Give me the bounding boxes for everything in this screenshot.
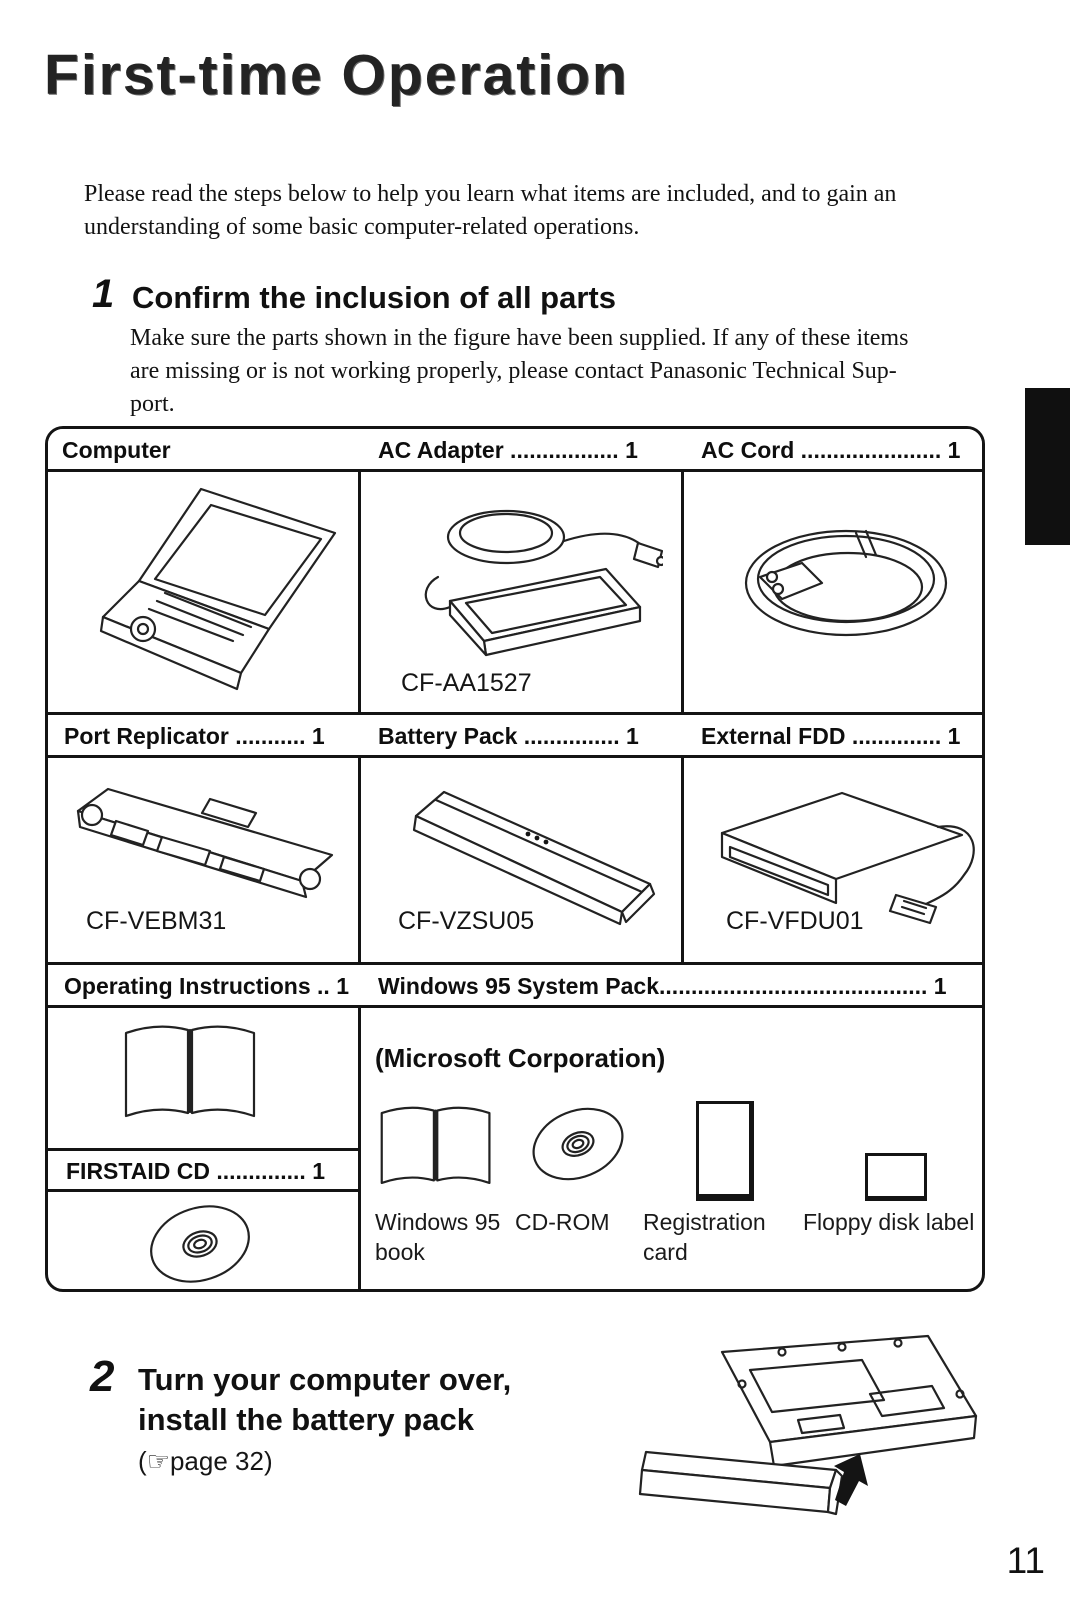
ms-item-2-line1: CD-ROM (515, 1209, 610, 1235)
floppy-disk-label-illustration (865, 1153, 927, 1201)
computer-header: Computer (62, 437, 171, 463)
step1-body-line-1: Make sure the parts shown in the figure … (130, 325, 909, 351)
ac-adapter-header: AC Adapter ................. 1 (378, 437, 638, 463)
port-replicator-model: CF-VEBM31 (86, 907, 227, 935)
ac-cord-illustration (708, 491, 973, 666)
ms-item-1-line2: book (375, 1239, 425, 1265)
operating-instructions-book-illustration (118, 1017, 263, 1132)
laptop-illustration (73, 481, 358, 706)
step1-number: 1 (92, 272, 115, 316)
step2-page-reference: (☞page 32) (138, 1446, 273, 1476)
ms-item-label-3: Registration card (643, 1207, 766, 1267)
step2-heading-line1: Turn your computer over, (138, 1362, 512, 1397)
ac-cord-header: AC Cord ...................... 1 (701, 437, 961, 463)
external-fdd-illustration (700, 771, 980, 926)
battery-pack-header: Battery Pack ............... 1 (378, 723, 639, 749)
registration-card-illustration (696, 1101, 754, 1201)
step2-number: 2 (90, 1352, 115, 1401)
chapter-edge-tab (1025, 388, 1070, 545)
external-fdd-header: External FDD .............. 1 (701, 723, 961, 749)
header-band-row3 (48, 962, 982, 1008)
step2-heading-line2: install the battery pack (138, 1402, 474, 1437)
step1-body: Make sure the parts shown in the figure … (130, 322, 1020, 421)
operating-instructions-header: Operating Instructions .. 1 (64, 973, 349, 999)
microsoft-corporation-title: (Microsoft Corporation) (375, 1043, 666, 1073)
ms-item-4-line1: Floppy disk label (803, 1209, 975, 1235)
ac-adapter-illustration (388, 489, 663, 674)
battery-install-illustration (630, 1322, 995, 1542)
windows95-book-illustration (375, 1097, 497, 1199)
step1-body-line-3: port. (130, 391, 175, 417)
ac-adapter-model: CF-AA1527 (401, 669, 532, 697)
win95-pack-header: Windows 95 System Pack..................… (378, 973, 947, 999)
cdrom-illustration (526, 1094, 631, 1194)
page-number: 11 (1006, 1540, 1045, 1581)
step2-heading: Turn your computer over, install the bat… (138, 1360, 511, 1477)
header-band-row2 (48, 712, 982, 758)
parts-table: Computer AC Adapter ................. 1 … (45, 426, 985, 1292)
ms-item-3-line1: Registration (643, 1209, 766, 1235)
step1-body-line-2: are missing or is not working properly, … (130, 358, 897, 384)
firstaid-band (48, 1148, 358, 1192)
intro-line-1: Please read the steps below to help you … (84, 181, 897, 207)
intro-paragraph: Please read the steps below to help you … (84, 178, 1004, 244)
ms-item-label-2: CD-ROM (515, 1207, 610, 1237)
header-band-row1 (48, 429, 982, 472)
intro-line-2: understanding of some basic computer-rel… (84, 214, 640, 240)
port-replicator-illustration (60, 769, 350, 909)
table-column-divider-2 (681, 429, 684, 965)
port-replicator-header: Port Replicator ........... 1 (64, 723, 325, 749)
step1-heading: Confirm the inclusion of all parts (132, 280, 616, 315)
ms-item-3-line2: card (643, 1239, 688, 1265)
external-fdd-model: CF-VFDU01 (726, 907, 864, 935)
table-column-divider-1 (358, 429, 361, 1289)
firstaid-cd-illustration (140, 1197, 260, 1292)
battery-pack-illustration (378, 764, 668, 929)
ms-item-1-line1: Windows 95 (375, 1209, 501, 1235)
ms-item-label-1: Windows 95 book (375, 1207, 500, 1267)
battery-pack-model: CF-VZSU05 (398, 907, 535, 935)
page-title: First-time Operation (44, 43, 629, 107)
ms-item-label-4: Floppy disk label (803, 1207, 974, 1237)
firstaid-cd-header: FIRSTAID CD .............. 1 (66, 1158, 325, 1184)
